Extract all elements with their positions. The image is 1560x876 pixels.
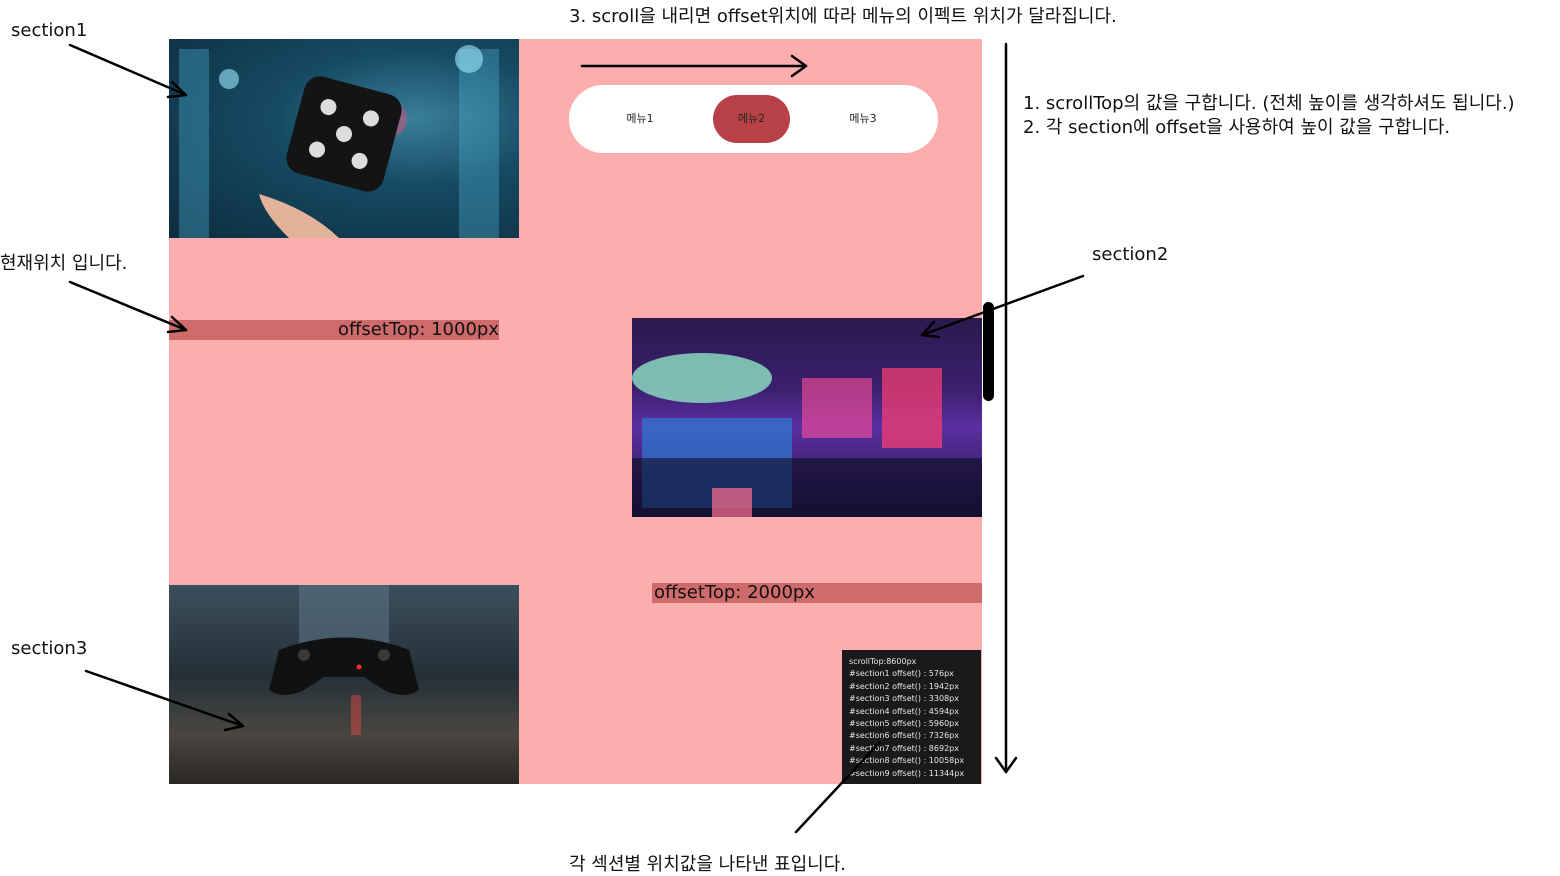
menu-item-2-active[interactable]: 메뉴2: [713, 95, 790, 143]
info-line: #section3 offset() : 3308px: [849, 694, 959, 704]
info-line: #section9 offset() : 11344px: [849, 768, 965, 778]
info-line: #section6 offset() : 7326px: [849, 731, 959, 741]
section3-label: section3: [11, 638, 88, 659]
offset-bar-1000: offsetTop: 1000px: [169, 320, 499, 340]
pointer-arrow-icon: [920, 274, 1085, 339]
right-note-1: 1. scrollTop의 값을 구합니다. (전체 높이를 생각하셔도 됩니다…: [1023, 93, 1515, 114]
section2-image: [632, 318, 982, 517]
menu-item-1[interactable]: 메뉴1: [626, 112, 654, 125]
right-note-2: 2. 각 section에 offset을 사용하여 높이 값을 구합니다.: [1023, 117, 1451, 138]
menu-item-3[interactable]: 메뉴3: [849, 112, 877, 125]
offset-info-table: scrollTop:8600px #section1 offset() : 57…: [842, 650, 981, 784]
arrow-right-icon: [580, 54, 808, 78]
info-line: #section8 offset() : 10058px: [849, 756, 965, 766]
info-line: scrollTop:8600px: [849, 657, 917, 666]
info-line: #section1 offset() : 576px: [849, 669, 954, 679]
current-position-label: 현재위치 입니다.: [0, 253, 128, 274]
pointer-arrow-icon: [68, 280, 188, 334]
info-line: #section5 offset() : 5960px: [849, 719, 959, 729]
section2-label: section2: [1092, 244, 1169, 265]
offset-bar-1000-text: offsetTop: 1000px: [338, 319, 499, 340]
bottom-note: 각 섹션별 위치값을 나타낸 표입니다.: [569, 854, 847, 875]
info-line: #section7 offset() : 8692px: [849, 743, 959, 753]
top-note: 3. scroll을 내리면 offset위치에 따라 메뉴의 이펙트 위치가 …: [569, 6, 1117, 27]
section3-image: [169, 585, 519, 784]
pointer-arrow-icon: [68, 43, 188, 99]
scrollbar-thumb[interactable]: [983, 302, 994, 401]
info-line: #section4 offset() : 4594px: [849, 706, 959, 716]
offset-bar-2000: offsetTop: 2000px: [652, 583, 982, 603]
arrow-down-icon: [994, 42, 1018, 774]
pointer-arrow-icon: [84, 669, 245, 732]
info-line: #section2 offset() : 1942px: [849, 681, 959, 691]
section1-label: section1: [11, 20, 88, 41]
offset-bar-2000-text: offsetTop: 2000px: [654, 582, 815, 603]
section1-image: [169, 39, 519, 238]
nav-menu: 메뉴1 메뉴2 메뉴3: [569, 85, 938, 153]
